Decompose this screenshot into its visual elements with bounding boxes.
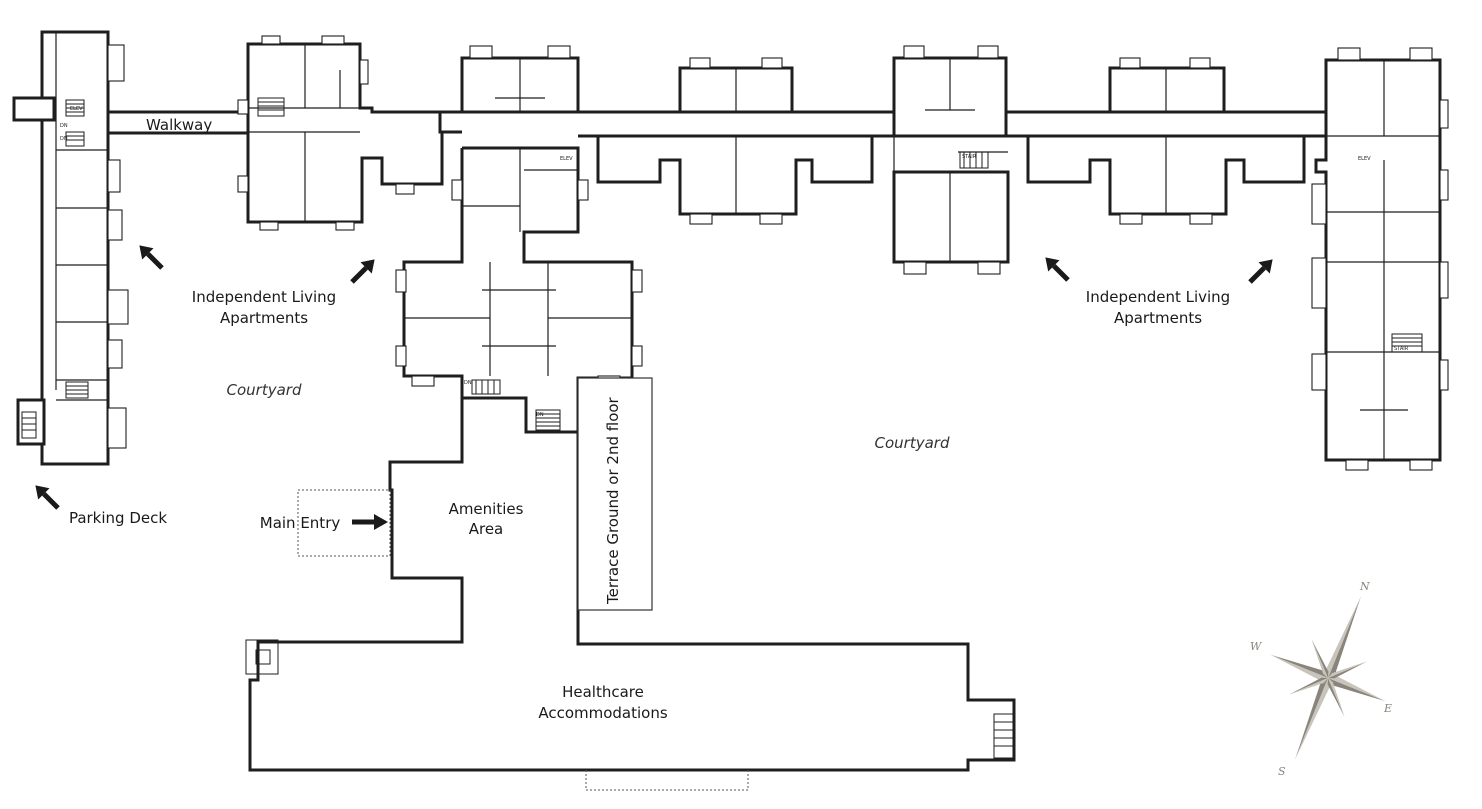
dn-label: DN [60,123,68,129]
dn-label: DN [60,136,68,142]
healthcare-canopy [585,770,749,791]
north-corridor [440,110,1330,138]
apartments-pod-a [460,45,580,114]
independent-living-west-label-1: Independent Living [192,288,336,306]
main-entry-canopy [297,489,391,557]
terrace-area [577,377,653,611]
amenities-label-2: Area [469,520,504,538]
apartments-pod-b [596,57,874,225]
compass-rose-icon [1270,596,1386,760]
terrace-label: Terrace Ground or 2nd floor [604,396,622,605]
arrow-icon [1248,259,1273,284]
apartments-pod-d [1026,57,1306,225]
independent-living-east-label-1: Independent Living [1086,288,1230,306]
courtyard-east-label: Courtyard [875,434,950,452]
dn-label: DN [536,412,544,418]
map-labels: Independent Living Apartments Independen… [69,288,1230,722]
stair-label: STAIR [1394,346,1409,352]
healthcare-label-2: Accommodations [538,704,668,722]
apartments-east-wing: ELEV STAIR [1311,47,1449,471]
independent-living-east-label-2: Apartments [1114,309,1202,327]
arrow-icon [1045,257,1070,282]
central-core: ELEV DN DN [248,146,1016,772]
healthcare-stairs [245,639,1015,759]
amenities-label-1: Amenities [449,500,524,518]
stair-label: STAIR [962,154,977,160]
arrow-icon [139,245,164,270]
elev-label: ELEV [560,156,573,162]
walkway-label: Walkway [146,116,212,134]
elev-label: ELEV [1358,156,1371,162]
compass-west-label: W [1250,640,1263,653]
arrow-icon [350,259,375,284]
compass-south-label: S [1278,765,1286,778]
compass-east-label: E [1383,702,1392,715]
dn-label: DN [464,380,472,386]
apartments-pod-c: STAIR [892,45,1010,275]
parking-deck-label: Parking Deck [69,509,167,527]
elev-label: ELEV [70,106,83,112]
arrow-icon [35,485,60,510]
compass-north-label: N [1359,580,1370,593]
parking-wing: ELEV DN DN [12,30,129,466]
independent-living-west-label-2: Apartments [220,309,308,327]
direction-arrows [35,245,1273,530]
walkway: Walkway [108,110,248,135]
healthcare-label-1: Healthcare [562,683,644,701]
main-entry-label: Main Entry [260,514,341,532]
main-entry-arrow-icon [352,514,388,530]
courtyard-west-label: Courtyard [227,381,302,399]
apartments-west-block [237,35,444,231]
